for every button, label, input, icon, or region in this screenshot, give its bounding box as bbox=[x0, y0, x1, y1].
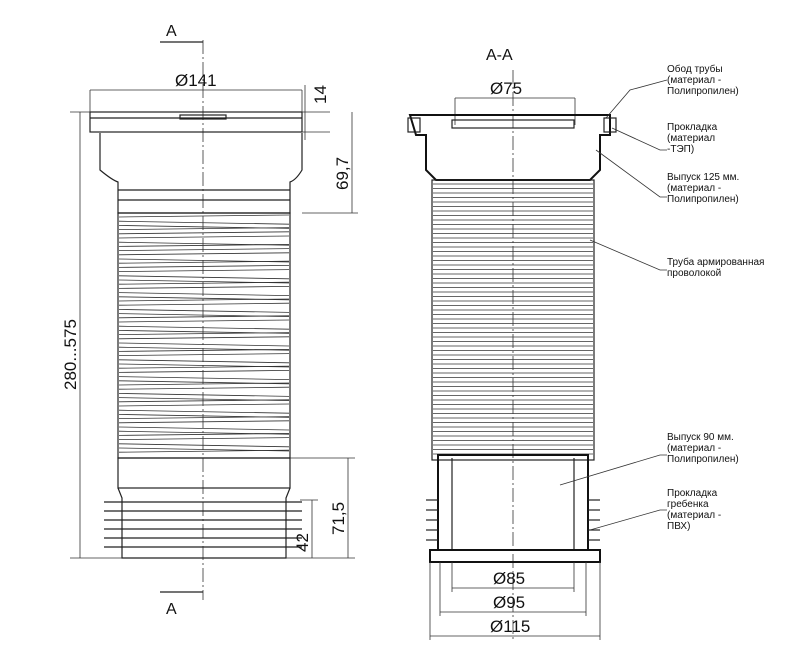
corrugation-line bbox=[118, 416, 290, 419]
corrugation-line bbox=[118, 281, 290, 285]
corrugation-line bbox=[118, 298, 290, 302]
right-view: A-A Ø75 Ø85 Ø95 Ø115 bbox=[407, 47, 617, 640]
corrugation-line bbox=[118, 420, 290, 424]
callout-label: Полипропилен) bbox=[667, 86, 739, 97]
corrugation-line bbox=[118, 336, 290, 340]
corrugation-line bbox=[118, 248, 290, 251]
corrugation-line bbox=[118, 443, 290, 448]
callout-label: Выпуск 90 мм. bbox=[667, 432, 734, 443]
corrugation-line bbox=[118, 252, 290, 256]
corrugation-line bbox=[118, 265, 290, 268]
corrugation-line bbox=[118, 315, 290, 319]
reinforced-tube bbox=[431, 179, 595, 461]
corrugation-line bbox=[118, 244, 290, 247]
corrugation-line bbox=[118, 382, 290, 386]
tube-corrugation bbox=[433, 183, 593, 455]
left-view: A A Ø141 14 69,7 280...575 71,5 bbox=[61, 23, 358, 618]
flange-slot bbox=[179, 114, 227, 120]
corrugation-line bbox=[118, 433, 290, 436]
callout-label: Обод трубы bbox=[667, 63, 723, 75]
corrugation-line bbox=[118, 370, 290, 373]
dim-outlet-height: 71,5 bbox=[329, 502, 348, 535]
corrugation-line bbox=[118, 269, 290, 272]
corrugation-line bbox=[118, 214, 290, 218]
dim-d85: Ø85 bbox=[493, 569, 525, 588]
callout-label: Полипропилен) bbox=[667, 194, 739, 205]
callout-label: (материал bbox=[667, 133, 715, 144]
corrugation-line bbox=[118, 332, 290, 335]
corrugation-lines bbox=[118, 214, 290, 453]
corrugation-line bbox=[118, 275, 290, 280]
corrugation-line bbox=[118, 437, 290, 440]
dim-flange-height: 14 bbox=[311, 85, 330, 104]
callout-label: гребенка bbox=[667, 498, 709, 510]
callout-label: ПВХ) bbox=[667, 521, 690, 532]
corrugation-line bbox=[118, 260, 290, 264]
section-title: A-A bbox=[486, 47, 513, 64]
gasket-left bbox=[407, 117, 421, 133]
dim-top-diameter: Ø141 bbox=[175, 71, 217, 90]
callout-label: -ТЭП) bbox=[667, 144, 694, 155]
callout-label: Прокладка bbox=[667, 122, 718, 133]
dim-d95: Ø95 bbox=[493, 593, 525, 612]
dim-inner-top: Ø75 bbox=[490, 79, 522, 98]
corrugation-line bbox=[118, 399, 290, 403]
dim-cap-height: 69,7 bbox=[333, 157, 352, 190]
seal-ribs bbox=[104, 501, 302, 548]
section-mark-top: A bbox=[166, 23, 177, 40]
cap-body bbox=[99, 133, 303, 214]
callout-label: (материал - bbox=[667, 75, 721, 86]
corrugation-line bbox=[118, 302, 290, 306]
corrugation-line bbox=[118, 359, 290, 364]
corrugation-line bbox=[118, 231, 290, 235]
corrugation-line bbox=[118, 349, 290, 352]
corrugation-line bbox=[118, 292, 290, 296]
corrugation-line bbox=[118, 220, 290, 225]
corrugation-line bbox=[118, 353, 290, 356]
dim-d115: Ø115 bbox=[490, 617, 530, 636]
corrugation-line bbox=[118, 286, 290, 289]
callout-label: Труба армированная bbox=[667, 256, 764, 268]
cap-section bbox=[408, 114, 611, 181]
lower-collar bbox=[117, 457, 291, 489]
callout-label: (материал - bbox=[667, 510, 721, 521]
callout-label: Полипропилен) bbox=[667, 454, 739, 465]
corrugation-line bbox=[118, 409, 290, 414]
corrugation-line bbox=[118, 365, 290, 369]
callout-label: проволокой bbox=[667, 268, 721, 279]
outlet-body bbox=[117, 487, 291, 559]
corrugation-line bbox=[118, 325, 290, 330]
corrugation-line bbox=[118, 376, 290, 380]
dim-ribs-height: 42 bbox=[293, 533, 312, 552]
comb-gasket bbox=[426, 499, 600, 541]
corrugation-line bbox=[118, 386, 290, 390]
corrugation-line bbox=[118, 393, 290, 397]
dim-total-length: 280...575 bbox=[61, 319, 80, 390]
corrugation-line bbox=[118, 235, 290, 239]
callout-label: Прокладка bbox=[667, 488, 718, 499]
callout-label: (материал - bbox=[667, 183, 721, 194]
top-flange bbox=[89, 111, 303, 133]
callouts: Обод трубы(материал -Полипропилен)Прокла… bbox=[559, 63, 764, 532]
corrugation-line bbox=[118, 319, 290, 323]
section-mark-bottom: A bbox=[166, 601, 177, 618]
corrugation-line bbox=[118, 426, 290, 431]
callout-label: (материал - bbox=[667, 443, 721, 454]
corrugation-line bbox=[118, 449, 290, 453]
corrugation-line bbox=[118, 342, 290, 347]
corrugation-line bbox=[118, 227, 290, 230]
corrugation-line bbox=[118, 403, 290, 407]
base-ring bbox=[429, 549, 601, 563]
callout-label: Выпуск 125 мм. bbox=[667, 172, 739, 183]
gasket-right bbox=[603, 117, 617, 133]
corrugation-line bbox=[118, 309, 290, 313]
